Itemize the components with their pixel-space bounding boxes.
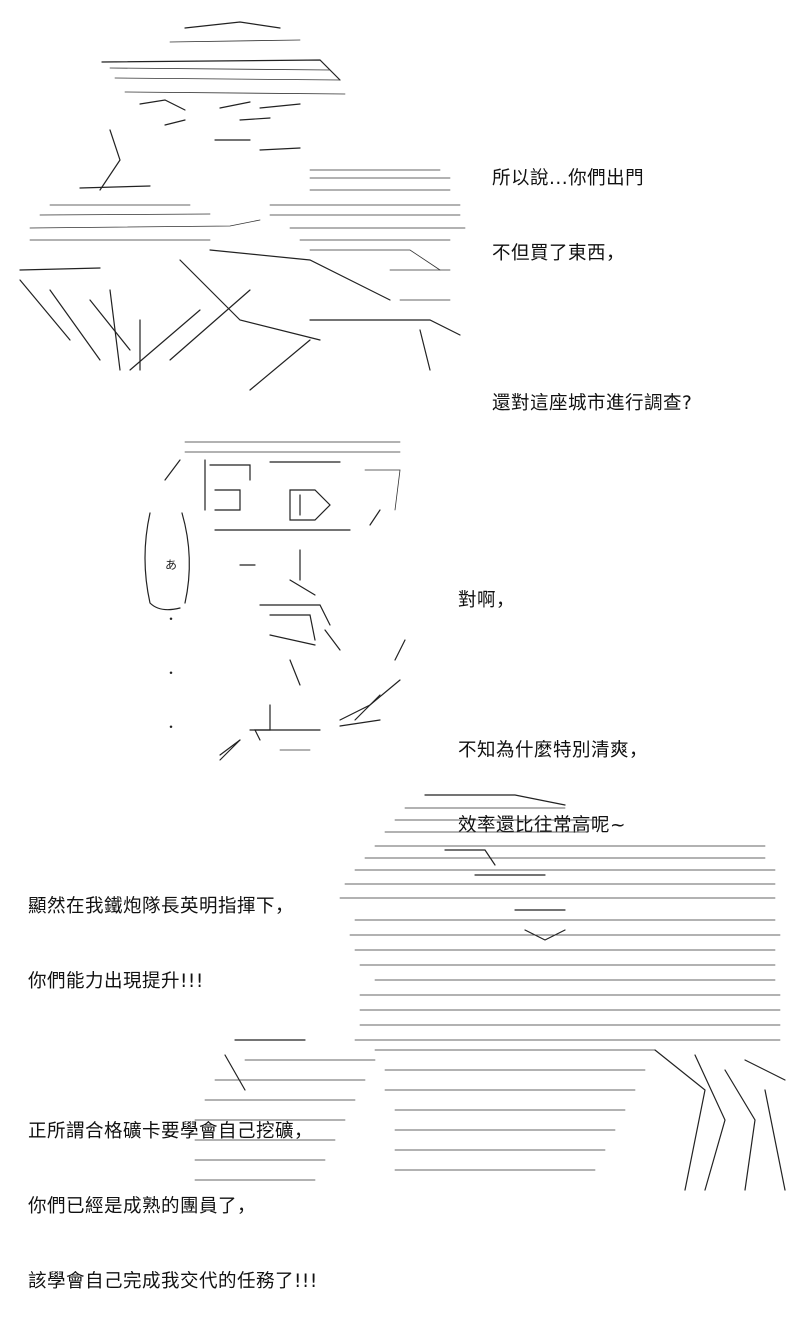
speech-line: 不但買了東西， <box>492 243 626 264</box>
speech-line: 該學會自己完成我交代的任務了!!! <box>28 1271 318 1292</box>
character-with-cap-ascii-art <box>19 21 466 391</box>
bubble-glyph: ・ <box>164 720 177 734</box>
speech-line: 還對這座城市進行調查? <box>492 393 693 414</box>
bubble-glyph: ・ <box>164 612 177 626</box>
small-bubble-outline <box>144 512 190 611</box>
bubble-glyph: あ <box>164 558 177 572</box>
speech-line: 不知為什麼特別清爽， <box>458 740 649 761</box>
panel-3: 顯然在我鐵炮隊長英明指揮下， 你們能力出現提升!!! 正所謂合格礦卡要學會自己挖… <box>0 790 800 1292</box>
panel-2: あ ・ ・ ・ 對啊， 不知為什麼特別清爽， 效率還比往常高呢~ <box>0 420 800 836</box>
character-posing-ascii-art <box>194 794 786 1191</box>
speech-line: 對啊， <box>458 590 516 611</box>
speech-line: 所以說...你們出門 <box>492 168 645 189</box>
speech-line: 正所謂合格礦卡要學會自己挖礦， <box>28 1121 314 1142</box>
speech-line: 你們已經是成熟的團員了， <box>28 1196 257 1217</box>
panel-1: 所以說...你們出門 不但買了東西， 還對這座城市進行調查? <box>0 0 800 414</box>
speech-line <box>492 316 692 341</box>
speech-line: 顯然在我鐵炮隊長英明指揮下， <box>28 896 295 917</box>
character-face-ascii-art <box>164 441 406 761</box>
speech-line <box>458 663 648 688</box>
speech-text: 所以說...你們出門 不但買了東西， 還對這座城市進行調查? <box>492 116 692 466</box>
speech-line: 你們能力出現提升!!! <box>28 971 204 992</box>
bubble-glyph: ・ <box>164 666 177 680</box>
bubble-glyphs: あ ・ ・ ・ <box>161 520 181 772</box>
